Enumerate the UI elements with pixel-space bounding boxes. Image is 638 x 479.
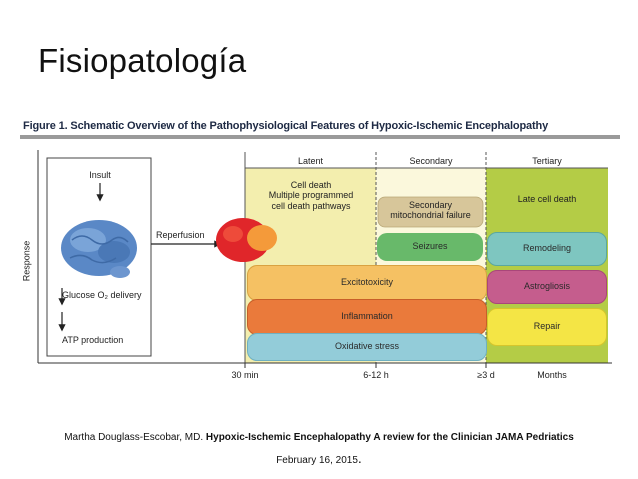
slide-title: Fisiopatología [38,42,247,79]
citation-authors: Martha Douglass-Escobar, MD. [64,432,206,443]
citation-period: . [357,449,362,466]
time-30min: 30 min [231,370,259,380]
cell-death-line3: cell death pathways [271,200,351,211]
oxidative-stress-bar: Oxidative stress [247,333,487,361]
blue-brain-icon [61,220,137,278]
remodeling-box: Remodeling [487,232,607,266]
mito-failure-text: Secondary mitochondrial failure [378,200,483,221]
glucose-o2-delivery-label: Glucose O₂ delivery [62,290,142,300]
late-cell-death-label: Late cell death [517,194,577,204]
inflammation-bar: Inflammation [247,299,487,335]
figure-title: Figure 1. Schematic Overview of the Path… [23,120,549,132]
phase-latent: Latent [297,156,324,166]
figure-title-rule [20,135,620,139]
mito-failure-line1: Secondary [408,200,453,210]
time-3d: ≥3 d [477,370,495,380]
cell-death-line2: Multiple programmed [268,190,354,201]
red-brain-icon [216,218,277,262]
time-6-12h: 6-12 h [363,370,389,380]
atp-production-label: ATP production [62,335,124,345]
citation-date: February 16, 2015 [276,454,358,466]
phase-secondary: Secondary [409,156,453,166]
excitotoxicity-bar: Excitotoxicity [247,265,487,301]
phase-tertiary: Tertiary [532,156,562,166]
seizures-box: Seizures [377,233,483,261]
mito-failure-line2: mitochondrial failure [390,210,471,221]
cell-death-line1: Cell death [290,180,332,190]
cell-death-text: Cell death Multiple programmed cell deat… [247,180,375,211]
reperfusion-label: Reperfusion [156,230,205,240]
time-months: Months [537,370,567,380]
citation-line2: February 16, 2015. [0,447,638,470]
insult-label: Insult [89,170,111,180]
citation-article: Hypoxic-Ischemic Encephalopathy A review… [205,432,574,443]
repair-box: Repair [487,308,607,346]
citation-line1: Martha Douglass-Escobar, MD. Hypoxic-Isc… [0,430,638,447]
astrogliosis-box: Astrogliosis [487,270,607,304]
citation: Martha Douglass-Escobar, MD. Hypoxic-Isc… [0,430,638,470]
